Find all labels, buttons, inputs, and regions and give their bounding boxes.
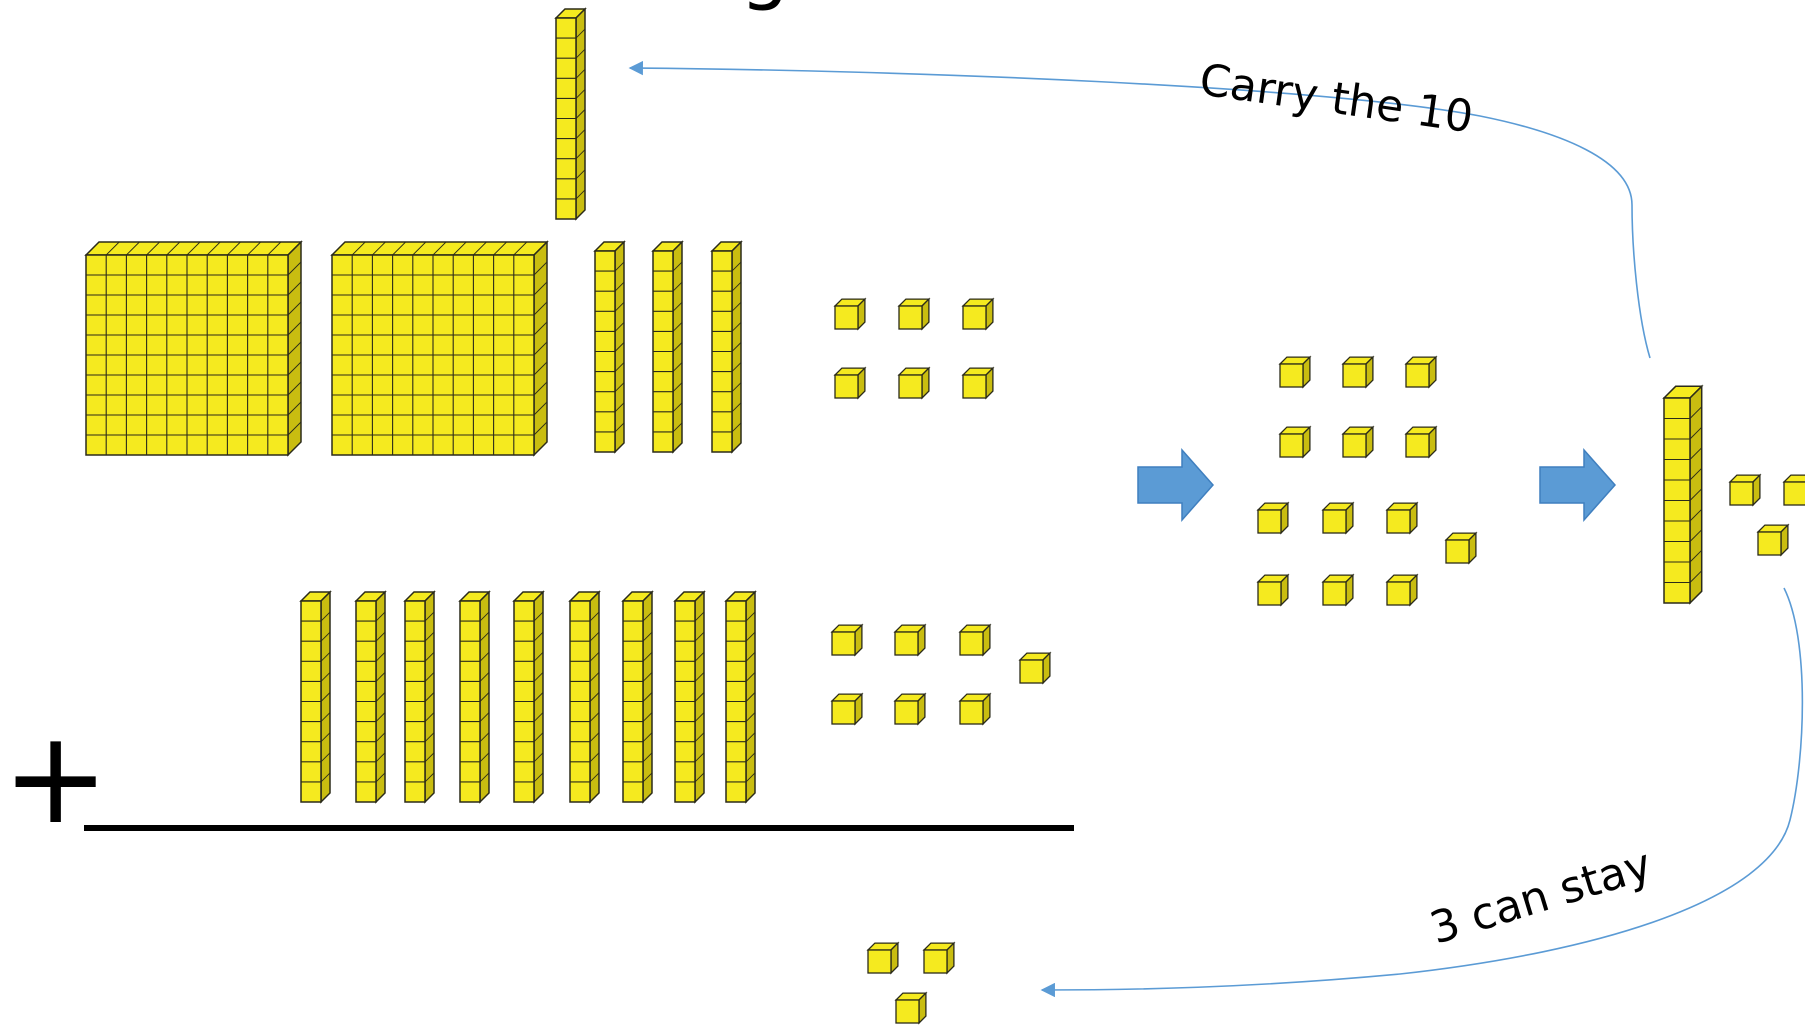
unit-cube-icon	[1341, 425, 1375, 459]
unit-cube-icon	[1256, 501, 1290, 535]
unit-cube-icon	[1404, 355, 1438, 389]
unit-cube-icon	[958, 623, 992, 657]
unit-cube-icon	[1278, 425, 1312, 459]
unit-cube-icon	[1728, 473, 1762, 507]
stay-annotation: 3 can stay	[1424, 839, 1657, 954]
unit-cube-icon	[1782, 474, 1805, 506]
carry-connector	[628, 60, 1651, 359]
right-arrow-icon	[1539, 448, 1617, 522]
title-fragment: g	[740, 0, 790, 13]
stay-connector	[1040, 587, 1804, 998]
carry-annotation: Carry the 10	[1196, 54, 1476, 143]
unit-cube-icon	[833, 366, 867, 400]
ten-rod-icon	[651, 240, 684, 454]
ten-rod-icon	[512, 590, 545, 804]
result-unit-cube-icon	[866, 941, 900, 975]
unit-cube-icon	[1444, 531, 1478, 565]
unit-cube-icon	[830, 692, 864, 726]
regrouped-ten-rod-icon	[1662, 384, 1704, 605]
hundred-flat-icon	[330, 240, 549, 457]
carried-ten-rod-icon	[554, 7, 587, 221]
ten-rod-icon	[710, 240, 743, 454]
unit-cube-icon	[1385, 573, 1419, 607]
unit-cube-icon	[1256, 573, 1290, 607]
unit-cube-icon	[1341, 355, 1375, 389]
unit-cube-icon	[1321, 501, 1355, 535]
unit-cube-icon	[897, 297, 931, 331]
ten-rod-icon	[593, 240, 626, 454]
result-unit-cube-icon	[894, 991, 928, 1025]
ten-rod-icon	[568, 590, 601, 804]
unit-cube-icon	[1404, 425, 1438, 459]
ten-rod-icon	[403, 590, 436, 804]
result-unit-cube-icon	[922, 941, 956, 975]
unit-cube-icon	[958, 692, 992, 726]
ten-rod-icon	[621, 590, 654, 804]
base-ten-blocks	[84, 7, 1805, 1025]
hundred-flat-icon	[84, 240, 303, 457]
unit-cube-icon	[893, 623, 927, 657]
unit-cube-icon	[833, 297, 867, 331]
ten-rod-icon	[458, 590, 491, 804]
unit-cube-icon	[1278, 355, 1312, 389]
ten-rod-icon	[299, 590, 332, 804]
unit-cube-icon	[1385, 501, 1419, 535]
unit-cube-icon	[961, 366, 995, 400]
ten-rod-icon	[354, 590, 387, 804]
unit-cube-icon	[1321, 573, 1355, 607]
ten-rod-icon	[673, 590, 706, 804]
unit-cube-icon	[1018, 651, 1052, 685]
right-arrow-icon	[1137, 448, 1215, 522]
unit-cube-icon	[961, 297, 995, 331]
ten-rod-icon	[724, 590, 757, 804]
unit-cube-icon	[897, 366, 931, 400]
unit-cube-icon	[893, 692, 927, 726]
unit-cube-icon	[1756, 523, 1790, 557]
unit-cube-icon	[830, 623, 864, 657]
